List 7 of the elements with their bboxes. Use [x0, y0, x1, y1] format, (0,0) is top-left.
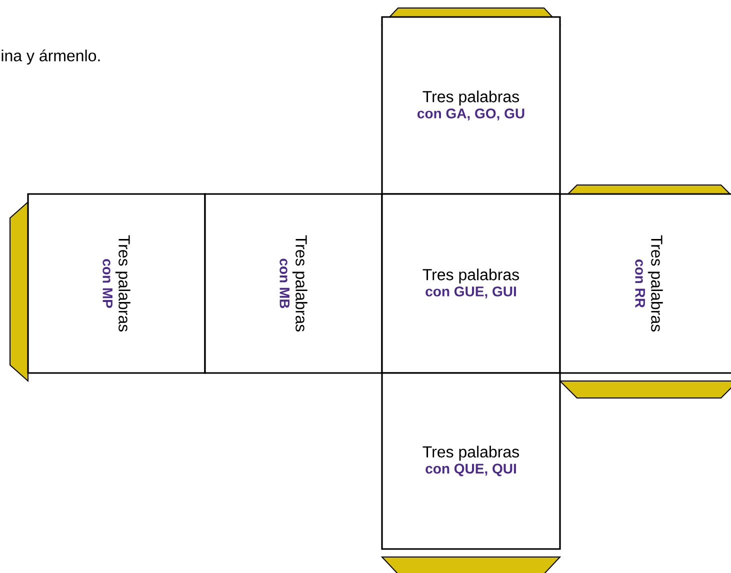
cube-face: Tres palabras con QUE, QUI: [381, 372, 561, 550]
cube-face: Tres palabras con RR: [559, 193, 731, 374]
cube-face: Tres palabras con MP: [27, 193, 206, 374]
cube-face: Tres palabras con MB: [204, 193, 383, 374]
instruction-text: ina y ármenlo.: [2, 49, 100, 65]
cube-face: Tres palabras con GA, GO, GU: [381, 16, 561, 195]
cube-face: Tres palabras con GUE, GUI: [381, 193, 561, 374]
